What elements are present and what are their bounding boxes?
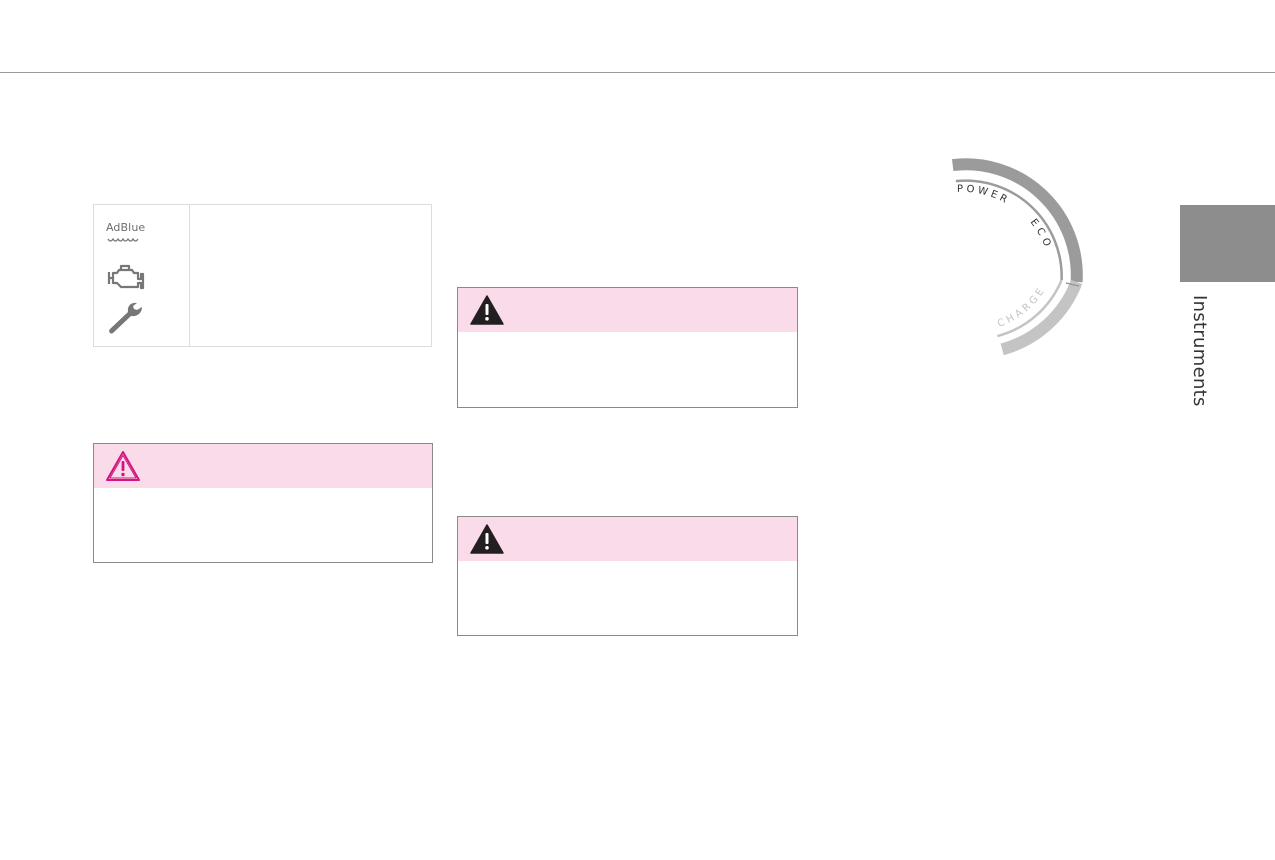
chapter-tab [1180,205,1275,282]
warning-triangle-filled-icon [470,295,504,325]
indicator-icon-column: AdBlue [94,205,190,346]
gauge-dark-arc [951,158,1083,283]
gauge-label-eco: ECO [1028,217,1054,252]
wrench-service-icon [109,302,142,334]
chapter-title: Instruments [1189,295,1210,407]
warning-box-header [94,444,432,488]
engine-warning-icon [107,264,145,290]
warning-box-header [458,288,797,332]
warning-box [457,516,798,636]
warning-triangle-outline-icon [106,451,140,481]
adblue-label: AdBlue [106,221,146,234]
warning-box [457,287,798,408]
gauge-light-arc [1000,279,1083,356]
warning-box [93,443,433,563]
indicator-panel: AdBlue [93,204,432,347]
adblue-level-icon [107,237,139,242]
header-rule [0,72,1275,73]
warning-box-header [458,517,797,561]
warning-triangle-filled-icon [470,524,504,554]
power-eco-charge-gauge: POWER ECO CHARGE [951,158,1083,356]
